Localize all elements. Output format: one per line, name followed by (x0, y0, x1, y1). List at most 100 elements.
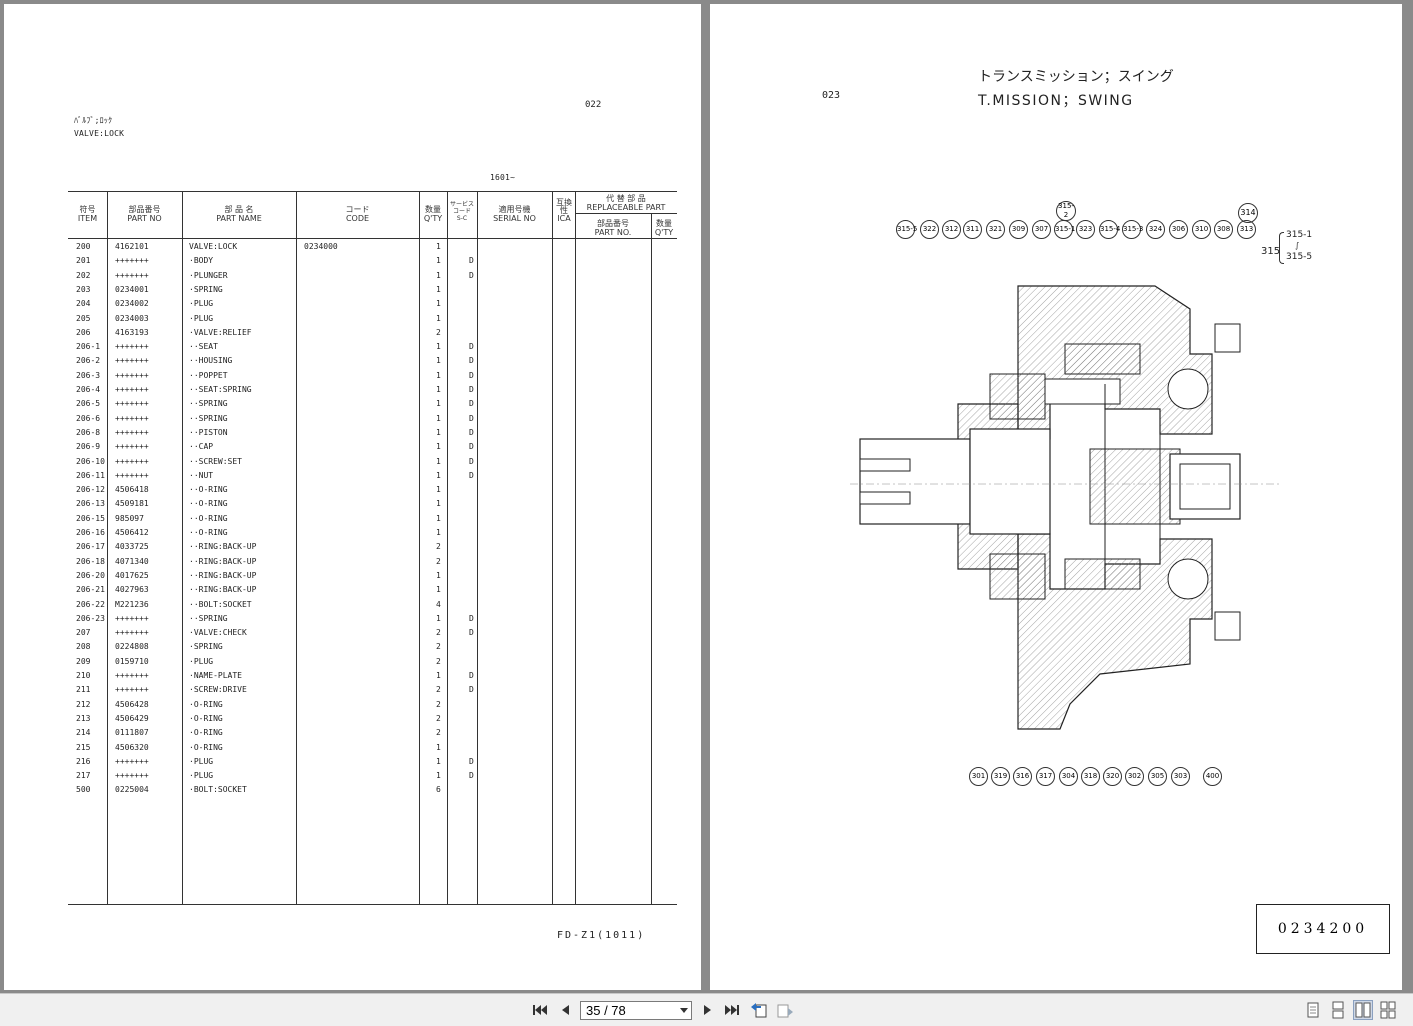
cell-item: 204 (76, 299, 91, 309)
cell-item: 202 (76, 270, 91, 280)
callout-307: 307 (1032, 220, 1051, 239)
cell-item: 207 (76, 628, 91, 638)
cell-item: 206-11 (76, 470, 105, 480)
cell-sc: D (469, 470, 474, 480)
callout-side-range-bottom: 315-5 (1286, 252, 1313, 262)
continuous-view-icon[interactable] (1328, 1000, 1348, 1020)
cell-name: ·BOLT:SOCKET (189, 785, 247, 795)
cell-sc: D (469, 628, 474, 638)
title-jp: トランスミッション；スイング (978, 69, 1174, 85)
cell-qty: 2 (436, 699, 441, 709)
facing-continuous-view-icon[interactable] (1378, 1000, 1398, 1020)
header-code-jp: コード (345, 205, 370, 214)
cell-item: 206-9 (76, 442, 101, 452)
cell-qty: 2 (436, 728, 441, 738)
cell-name: ··RING:BACK-UP (189, 542, 257, 552)
cell-part: 0159710 (115, 656, 149, 666)
callout-side-range-sep: ∫ (1295, 241, 1300, 250)
cell-item: 212 (76, 699, 91, 709)
cell-sc: D (469, 442, 474, 452)
callout-310: 310 (1192, 220, 1211, 239)
cell-part: +++++++ (115, 427, 149, 437)
cell-part: 4162101 (115, 242, 149, 251)
header-partname-en: PART NAME (216, 214, 262, 223)
callout-323: 323 (1076, 220, 1095, 239)
header-repl-partno-jp: 部品番号 (597, 219, 629, 228)
cell-item: 206 (76, 327, 91, 337)
cell-part: +++++++ (115, 470, 149, 480)
header-sc-jp: サービス コード (449, 201, 474, 215)
cell-name: ··O-RING (189, 499, 228, 509)
cell-name: ·SPRING (189, 642, 223, 652)
cell-name: ··O-RING (189, 485, 228, 495)
cell-qty: 1 (436, 585, 441, 595)
drawing-number: 0234200 (1277, 921, 1369, 937)
cell-part: 4506320 (115, 742, 149, 752)
cell-item: 206-21 (76, 585, 105, 595)
drawing-number-box: 0234200 (1256, 904, 1390, 954)
cell-sc: D (469, 613, 474, 623)
viewer-toolbar: 35 / 78 (0, 993, 1413, 1026)
cell-name: ·O-RING (189, 742, 223, 752)
cell-item: 216 (76, 756, 91, 766)
callout-305: 305 (1148, 767, 1167, 786)
facing-pages-view-icon[interactable] (1353, 1000, 1373, 1020)
go-back-icon[interactable] (749, 1000, 769, 1020)
cell-part: 0234003 (115, 313, 149, 323)
cell-item: 203 (76, 284, 91, 294)
last-page-icon[interactable] (722, 1000, 742, 1020)
title-en: T.MISSION；SWING (978, 93, 1134, 109)
cell-item: 211 (76, 685, 91, 695)
header-partno-jp: 部品番号 (128, 205, 161, 214)
cell-name: ·PLUG (189, 656, 214, 666)
callout-315-2: 315-2 (1056, 201, 1076, 221)
cell-part: +++++++ (115, 771, 149, 781)
single-page-view-icon[interactable] (1303, 1000, 1323, 1020)
page-code: 023 (822, 90, 841, 101)
footer-code: FD-Z1(1011) (557, 930, 646, 941)
callout-315-3: 315-3 (1122, 220, 1143, 239)
header-repl-jp: 代 替 部 品 (606, 194, 646, 203)
header-ica-en: ICA (557, 214, 571, 223)
cell-qty: 2 (436, 713, 441, 723)
go-forward-icon[interactable] (775, 1000, 795, 1020)
cell-qty: 1 (436, 528, 441, 537)
cell-sc: D (469, 385, 474, 394)
cell-part: 0224808 (115, 642, 149, 652)
cell-part: 4163193 (115, 327, 149, 337)
cell-qty: 1 (436, 385, 441, 394)
cell-name: ·PLUG (189, 299, 214, 309)
cell-sc: D (469, 456, 474, 466)
first-page-icon[interactable] (530, 1000, 550, 1020)
cell-qty: 1 (436, 613, 441, 623)
next-page-icon[interactable] (698, 1000, 718, 1020)
cell-name: ··SEAT (189, 342, 218, 352)
cell-part: 4506412 (115, 528, 149, 537)
cell-qty: 1 (436, 299, 441, 309)
cell-item: 206-5 (76, 399, 101, 409)
page-select[interactable]: 35 / 78 (580, 1001, 692, 1020)
cell-item: 215 (76, 742, 91, 752)
header-partno-en: PART NO (127, 214, 162, 223)
previous-page-icon[interactable] (555, 1000, 575, 1020)
document-page-right: 023 トランスミッション；スイング T.MISSION；SWING 315-5… (710, 4, 1402, 990)
cell-sc: D (469, 399, 474, 409)
cell-name: ·VALVE:RELIEF (189, 327, 252, 337)
cell-part: +++++++ (115, 385, 149, 394)
cell-part: +++++++ (115, 685, 149, 695)
